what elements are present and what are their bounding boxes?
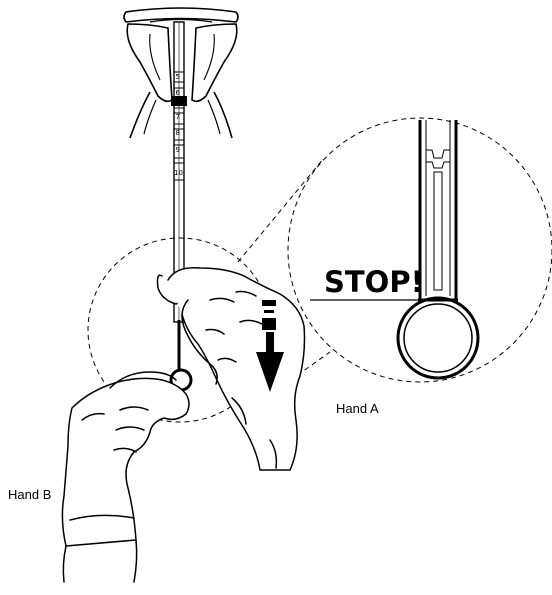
depth-mark-label: 5 — [176, 73, 180, 81]
depth-ticks — [174, 71, 184, 181]
depth-mark-label: 7 — [176, 113, 180, 121]
depth-mark-label: 10 — [174, 169, 183, 177]
slider-arrow — [256, 300, 284, 392]
magnified-detail-circle — [287, 117, 552, 383]
hand-a-label: Hand A — [336, 401, 379, 416]
hand-b-illustration — [61, 371, 190, 583]
depth-mark-label: 8 — [176, 129, 180, 137]
uterus-illustration — [123, 7, 239, 139]
hand-b-label: Hand B — [8, 487, 51, 502]
depth-mark-label: 9 — [176, 146, 180, 154]
down-arrow-icon — [256, 332, 284, 392]
depth-mark-label: 6 — [176, 89, 181, 97]
stop-label: STOP! — [324, 265, 424, 299]
magnified-tube — [418, 120, 458, 302]
magnified-ring — [396, 296, 480, 380]
connector-line — [237, 157, 325, 263]
flange-depth-gauge — [171, 96, 187, 106]
